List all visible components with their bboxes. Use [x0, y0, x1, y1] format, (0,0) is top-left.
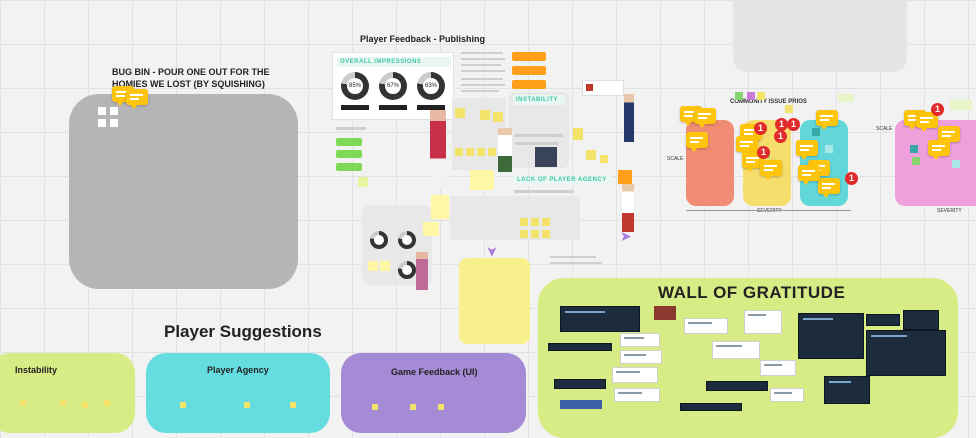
gratitude-card[interactable] [612, 367, 658, 383]
gratitude-card[interactable] [824, 376, 870, 404]
priorities-title: COMMUNITY ISSUE PRIOS [730, 99, 807, 105]
comment-bubble[interactable] [126, 89, 148, 109]
bug-bin-title: BUG BIN - POUR ONE OUT FOR THE HOMIES WE… [112, 67, 270, 89]
comment-count-badge[interactable]: 1 [931, 103, 944, 116]
gratitude-card[interactable] [866, 330, 946, 376]
comment-bubble[interactable] [798, 165, 820, 185]
character-art[interactable] [622, 184, 634, 232]
bug-bin-frame[interactable] [69, 94, 298, 289]
agency-panel[interactable] [450, 196, 580, 240]
top-frame[interactable] [733, 0, 907, 72]
gratitude-card[interactable] [866, 314, 900, 326]
comment-count-badge[interactable]: 1 [775, 118, 788, 131]
gratitude-card[interactable] [706, 381, 768, 391]
impression-donut: 85% [341, 72, 369, 100]
comment-bubble[interactable] [816, 110, 838, 130]
gratitude-card[interactable] [560, 306, 640, 332]
gratitude-card[interactable] [620, 333, 660, 347]
game-feedback-frame[interactable] [341, 353, 526, 433]
instability-frame-title: Instability [15, 365, 58, 375]
gratitude-image[interactable] [560, 400, 602, 409]
player-agency-frame-title: Player Agency [207, 365, 269, 375]
wall-of-gratitude-title: WALL OF GRATITUDE [658, 283, 846, 302]
sticky-note-placeholder[interactable] [459, 258, 530, 344]
gratitude-card[interactable] [903, 310, 939, 330]
game-feedback-frame-title: Game Feedback (UI) [391, 367, 478, 377]
screenshot-thumbnail[interactable] [535, 147, 557, 167]
impression-donut [398, 231, 416, 249]
comment-bubble[interactable] [686, 132, 708, 152]
comment-bubble[interactable] [818, 178, 840, 198]
impression-donut: 67% [379, 72, 407, 100]
comment-bubble[interactable] [796, 140, 818, 160]
tag-button[interactable] [512, 66, 546, 75]
gratitude-card[interactable] [760, 360, 796, 376]
gratitude-card[interactable] [614, 388, 660, 402]
logo-thumbnail[interactable] [582, 80, 624, 96]
tag-button[interactable] [336, 138, 362, 146]
instability-heading: INSTABILITY [513, 95, 565, 105]
comment-count-badge[interactable]: 1 [845, 172, 858, 185]
gratitude-card[interactable] [684, 318, 728, 334]
gratitude-card[interactable] [680, 403, 742, 411]
gratitude-card[interactable] [620, 350, 662, 364]
character-art[interactable] [624, 94, 634, 142]
gratitude-card[interactable] [548, 343, 612, 351]
tag-button[interactable] [336, 163, 362, 171]
player-feedback-title: Player Feedback - Publishing [360, 34, 486, 44]
arrow-icon: ➤ [620, 228, 632, 244]
comment-count-badge[interactable]: 1 [787, 118, 800, 131]
gratitude-card[interactable] [744, 310, 782, 334]
priority-column[interactable] [895, 120, 976, 206]
tag-button[interactable] [336, 150, 362, 158]
gratitude-card[interactable] [712, 341, 760, 359]
gratitude-card[interactable] [798, 313, 864, 359]
overall-impressions-heading: OVERALL IMPRESSIONS [337, 57, 451, 67]
gratitude-image[interactable] [654, 306, 676, 320]
impression-donut: 63% [417, 72, 445, 100]
character-art[interactable] [498, 128, 512, 172]
comment-bubble[interactable] [694, 108, 716, 128]
character-art[interactable] [430, 110, 446, 188]
comment-count-badge[interactable]: 1 [757, 146, 770, 159]
comment-bubble[interactable] [928, 140, 950, 160]
priorities-y-axis: SCALE [667, 156, 684, 162]
impression-donut [398, 261, 416, 279]
arrow-icon: ➤ [484, 245, 501, 258]
impression-donut [370, 231, 388, 249]
gratitude-card[interactable] [770, 388, 804, 402]
gratitude-card[interactable] [554, 379, 606, 389]
priorities-x-axis: SEVERITY [757, 208, 782, 214]
bug-bin-icon [98, 107, 122, 131]
comment-bubble[interactable] [760, 160, 782, 180]
priorities-y-axis: SCALE [876, 126, 893, 132]
lack-of-agency-heading: LACK OF PLAYER AGENCY [514, 175, 612, 185]
priorities-x-axis: SEVERITY [937, 208, 962, 214]
comment-bubble[interactable] [916, 112, 938, 132]
tag-button[interactable] [512, 80, 546, 89]
overall-impressions-card[interactable]: OVERALL IMPRESSIONS 85% 67% 63% [332, 52, 454, 120]
character-art[interactable] [416, 252, 428, 290]
player-suggestions-title: Player Suggestions [164, 322, 322, 341]
tag-button[interactable] [512, 52, 546, 61]
comment-bubble[interactable] [736, 136, 758, 156]
comment-count-badge[interactable]: 1 [754, 122, 767, 135]
comment-count-badge[interactable]: 1 [774, 130, 787, 143]
